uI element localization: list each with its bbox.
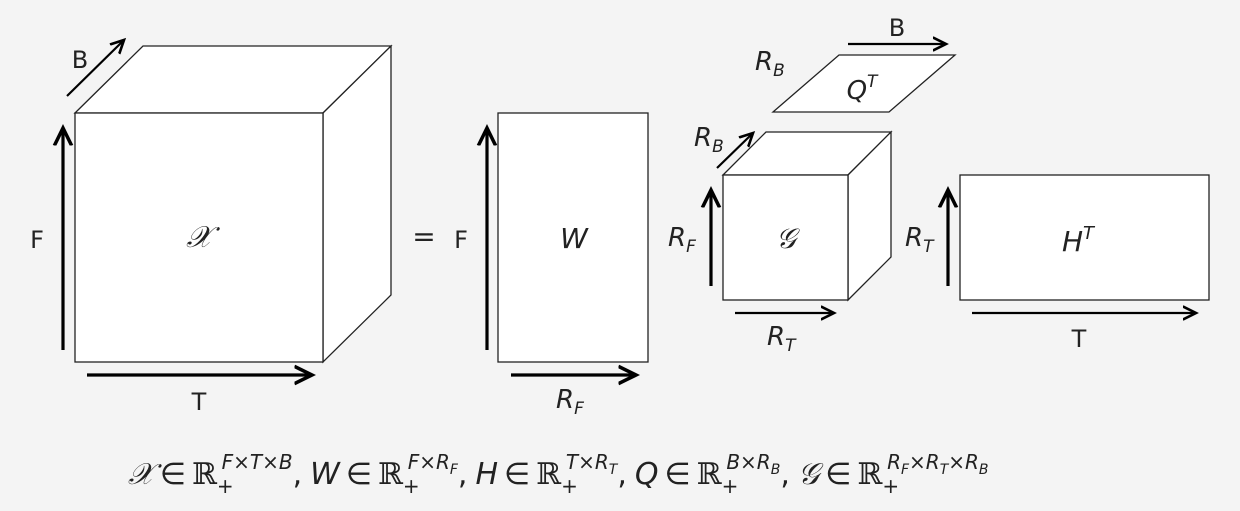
matrix-q-width-label: B [889,14,905,42]
core-g-front-face [722,174,849,301]
core-g-height-label: RF [668,223,696,257]
matrix-q-depth-label: RB [755,47,785,81]
matrix-w-width-label: RF [556,385,584,419]
tensor-x-front-face [74,112,324,363]
matrix-h-symbol: HT [1062,223,1096,258]
core-g-depth-label: RB [694,123,724,157]
formula-h-symbol: H [475,457,498,492]
matrix-h-box [959,174,1210,301]
matrix-q-symbol: QT [847,72,879,106]
formula-line: 𝒳∈ℝ+F×T×B,W∈ℝ+F×RF,H∈ℝ+T×RT,Q∈ℝ+B×RB,𝒢∈ℝ… [128,450,989,498]
tensor-x-cube: 𝒳 [73,44,393,364]
matrix-q-plane [771,54,957,113]
tensor-x-width-label: T [191,388,207,416]
formula-w-symbol: W [310,457,341,492]
matrix-w-symbol: W [560,222,589,255]
core-g-cube: 𝒢 [721,130,893,302]
formula-q-symbol: Q [635,457,659,492]
core-g-width-label: RT [767,322,797,356]
matrix-w-height-label: F [454,226,468,254]
formula-g-symbol: 𝒢 [798,457,824,492]
tensor-x-height-label: F [30,226,44,254]
matrix-h-width-label: T [1071,325,1087,353]
matrix-h-height-label: RT [905,223,935,257]
matrix-w-box [497,112,649,363]
tensor-x-depth-label: B [72,46,88,74]
formula-x-symbol: 𝒳 [128,457,162,492]
core-g-depth-arrow [716,133,753,169]
equals-sign: = [412,220,435,253]
tensor-x-depth-arrow [66,40,124,97]
